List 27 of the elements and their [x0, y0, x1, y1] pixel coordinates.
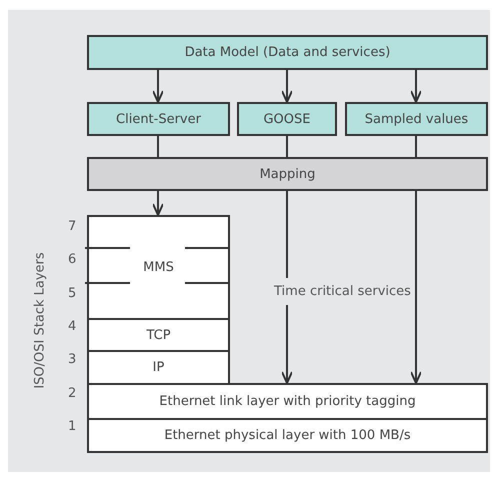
- arrow: [281, 70, 293, 103]
- layer-box: MMS: [87, 215, 230, 320]
- connector-line: [157, 136, 159, 157]
- layer-number: 4: [68, 319, 76, 334]
- connector-line: [286, 136, 288, 157]
- layer-number: 1: [68, 419, 76, 434]
- layer-number: 6: [68, 252, 76, 267]
- model-box: Data Model (Data and services): [87, 35, 488, 70]
- annotation-text: Time critical services: [272, 278, 413, 305]
- service-box: GOOSE: [237, 102, 337, 136]
- layer-box: IP: [87, 350, 230, 385]
- axis-label: ISO/OSI Stack Layers: [32, 252, 48, 388]
- service-box: Sampled values: [345, 102, 488, 136]
- layer-box: Ethernet physical layer with 100 MB/s: [87, 418, 488, 453]
- layer-number: 3: [68, 352, 76, 367]
- layer-number: 7: [68, 219, 76, 234]
- connector-line: [415, 136, 417, 157]
- layer-box: TCP: [87, 318, 230, 352]
- mapping-box: Mapping: [87, 157, 488, 191]
- arrow: [152, 70, 164, 103]
- layer-box: Ethernet link layer with priority tagging: [87, 383, 488, 420]
- arrow: [410, 191, 422, 384]
- service-box: Client-Server: [87, 102, 230, 136]
- layer-number: 5: [68, 286, 76, 301]
- arrow: [410, 70, 422, 103]
- arrow: [152, 191, 164, 216]
- layer-number: 2: [68, 386, 76, 401]
